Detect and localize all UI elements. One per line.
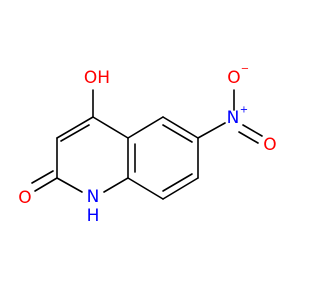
bond-c4a-c5 — [127, 116, 164, 139]
bond-c8-c8a — [127, 177, 164, 200]
nitro-oxygen-double-label: O — [263, 135, 276, 155]
ring-hydrogen-label: H — [87, 206, 100, 226]
carbonyl-oxygen-label: O — [18, 188, 31, 208]
bond-c5-c6 — [162, 116, 199, 139]
bond-c5-c6-inner — [162, 124, 193, 143]
atom-labels: OH O N H N + O − O — [18, 64, 276, 227]
bond-c4-c3 — [56, 116, 94, 139]
bond-c7-c8 — [162, 177, 199, 200]
chemical-structure: OH O N H N + O − O — [18, 64, 276, 227]
nitro-oxygen-charge: − — [241, 64, 249, 75]
nitro-nitrogen-charge: + — [240, 105, 248, 116]
bond-c2-o-inner — [31, 170, 54, 184]
bond-c7-c8-inner — [162, 173, 193, 192]
nitro-nitrogen-label: N — [227, 108, 240, 128]
bond-n1-c8a — [103, 177, 129, 193]
bonds — [31, 89, 263, 200]
bond-c2-o — [34, 177, 58, 192]
bond-nitro-n-o-double-inner — [238, 131, 259, 144]
bond-c4-c3-inner — [60, 124, 90, 142]
bond-c6-nitro-n — [197, 122, 226, 139]
bond-nitro-n-o-double — [242, 124, 263, 137]
bond-c4a-c4 — [92, 116, 129, 139]
nitro-oxygen-minus-label: O — [227, 68, 240, 88]
hydroxyl-label: OH — [84, 68, 110, 88]
bond-c2-n1 — [56, 177, 83, 193]
ring-nitrogen-label: N — [87, 187, 100, 207]
